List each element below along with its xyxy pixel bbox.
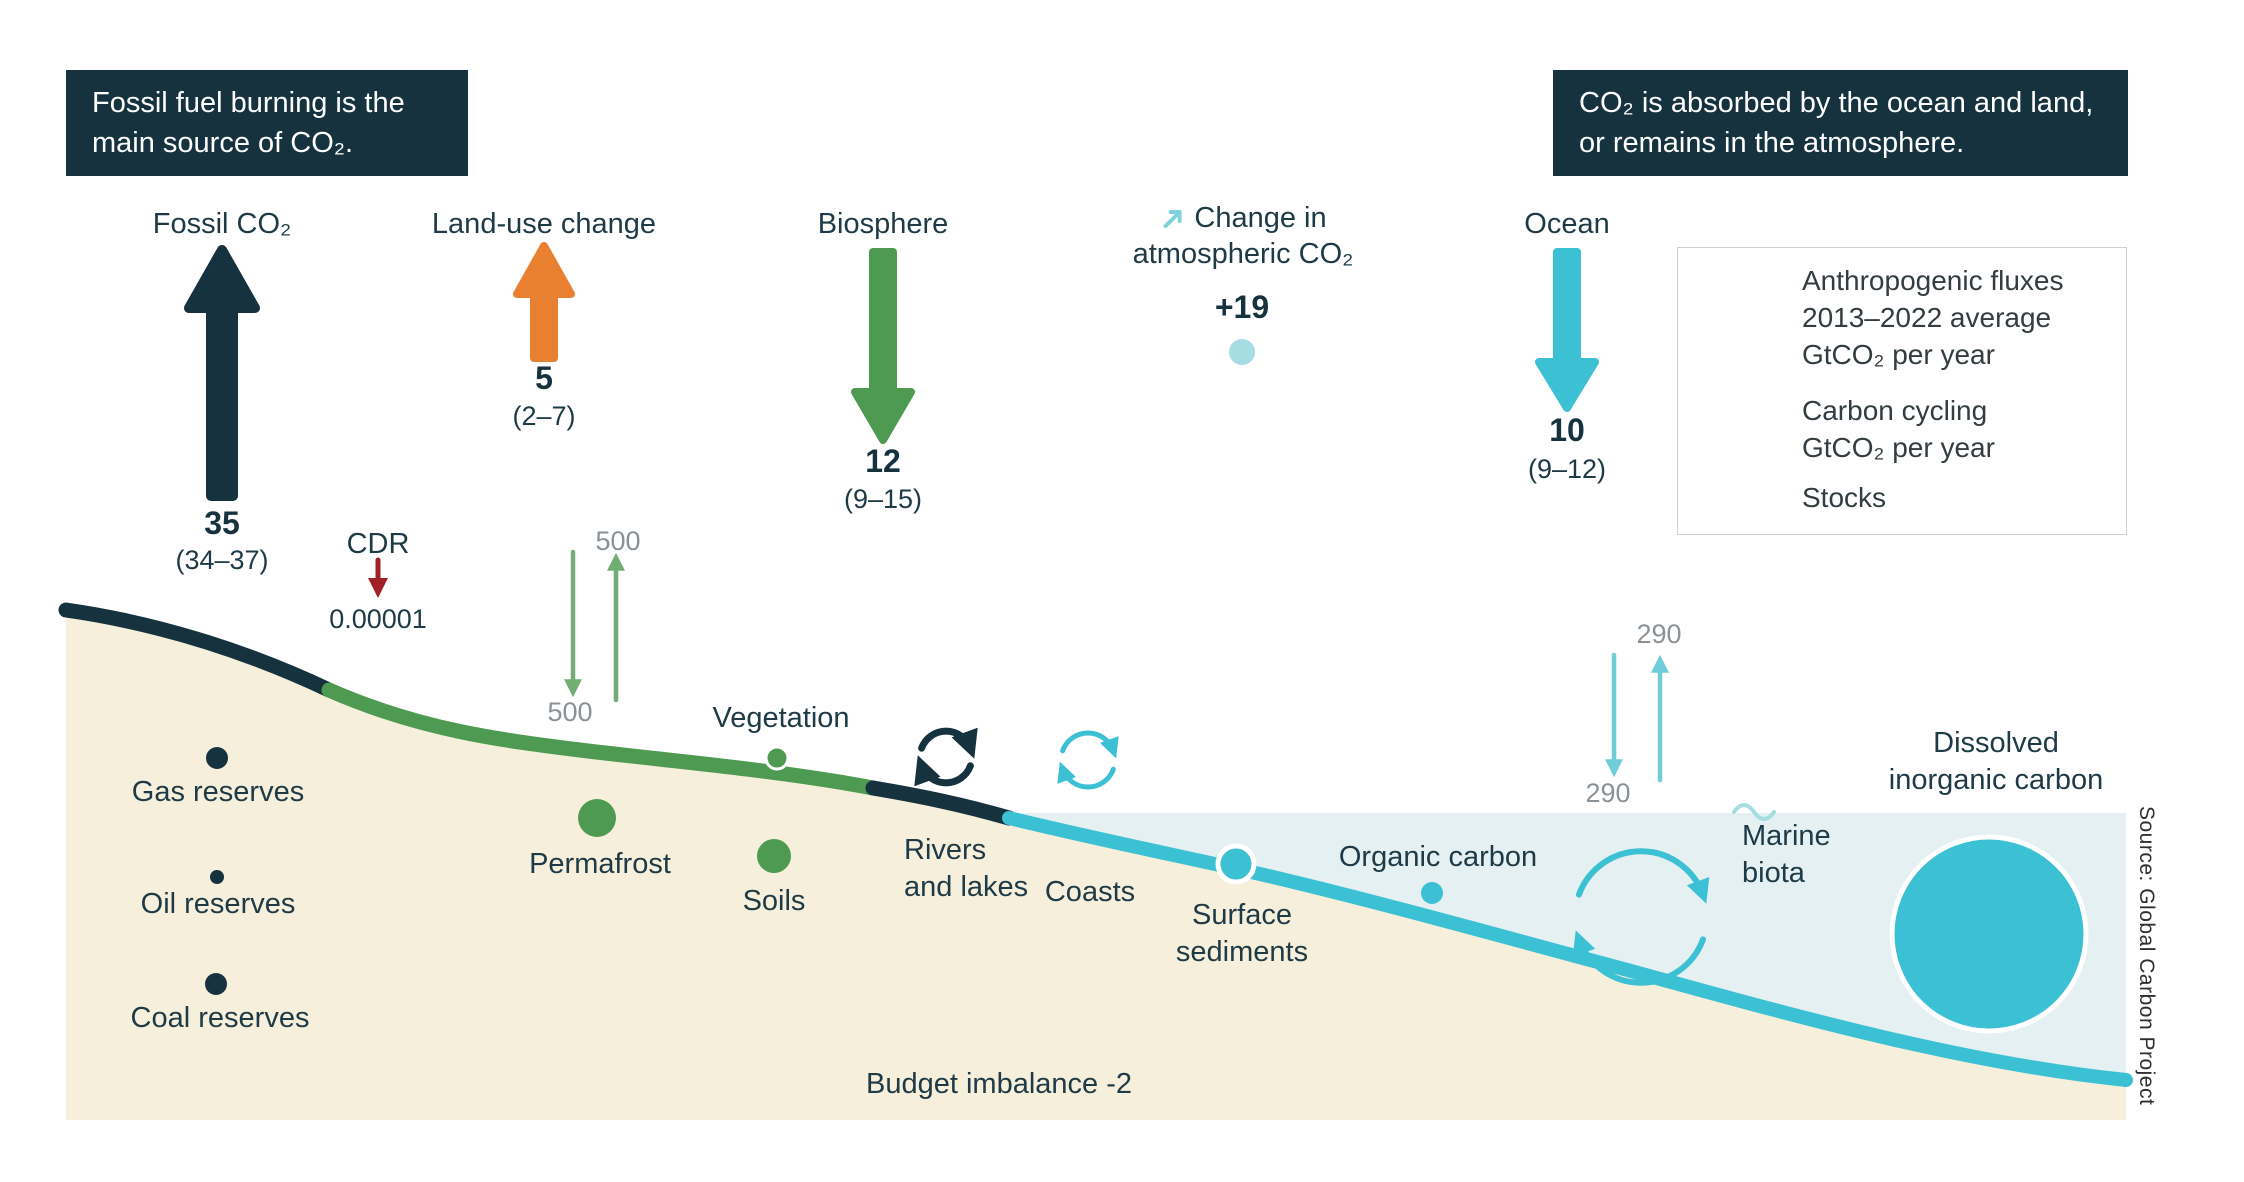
land-cycling-bottom-value: 500 [547,697,593,727]
flux-land-use-value: 5 [535,360,553,396]
source-credit: Source: Global Carbon Project [2135,806,2158,1106]
flux-ocean-value: 10 [1549,412,1585,448]
flux-atmosphere-value: +19 [1214,289,1270,325]
ocean-arrow [1535,248,1599,412]
land-cycling-top-value: 500 [595,526,641,556]
budget-imbalance-label: Budget imbalance -2 [866,1068,1132,1100]
rivers-and-lakes-label: Rivers and lakes [904,834,1029,903]
land-use-change-arrow [513,242,575,362]
vegetation-dot [764,745,790,771]
vegetation-label: Vegetation [712,702,850,734]
flux-fossil-label: Fossil CO₂ [152,208,292,240]
flux-ocean-label: Ocean [1524,208,1610,240]
soils-label: Soils [742,885,806,917]
ocean-cycling-bottom-value: 290 [1585,778,1631,808]
ocean-cycling-top-value: 290 [1636,619,1682,649]
permafrost-dot [578,799,616,837]
land-cycling-arrows [564,549,625,703]
flux-fossil-value: 35 [204,505,240,541]
stock-dots [205,339,2089,1034]
surface-sediments-label: Surface sediments [1175,899,1309,968]
gas-reserves-dot [206,747,228,769]
flux-atmosphere-label-line2: atmospheric CO₂ [1132,238,1354,270]
oil-reserves-dot [210,870,224,884]
flux-biosphere-value: 12 [865,443,901,479]
flux-fossil-range: (34–37) [175,545,269,575]
cdr-value: 0.00001 [329,604,427,634]
flux-land-use-label: Land-use change [431,208,657,240]
up-right-arrow-icon [1163,210,1182,228]
flux-biosphere-label: Biosphere [817,208,949,240]
coasts-cycle-icon [1057,730,1119,790]
atmospheric-co2-dot [1229,339,1255,365]
land-mass [66,610,2126,1120]
banner-fossil: Fossil fuel burning is the main source o… [66,70,468,176]
coal-reserves-dot [205,973,227,995]
organic-carbon-label: Organic carbon [1338,841,1538,873]
marine-biota-label: Marine biota [1742,820,1831,889]
legend-cycling-label: Carbon cycling GtCO₂ per year [1802,395,1995,463]
marine-biota-squiggle [1732,803,1776,821]
dissolved-inorganic-carbon-circle [1889,834,2089,1034]
rivers-cycle-icon [914,727,978,787]
marine-biota-cycle-icon [1572,848,1710,986]
gas-reserves-label: Gas reserves [131,776,305,808]
surface-sediments-dot [1215,843,1257,885]
biosphere-arrow [851,248,915,444]
banner-absorption: CO₂ is absorbed by the ocean and land, o… [1553,70,2128,176]
flux-land-use-range: (2–7) [512,401,576,431]
permafrost-label: Permafrost [529,848,671,880]
organic-carbon-dot [1421,882,1443,904]
legend-anthropogenic-label: Anthropogenic fluxes 2013–2022 average G… [1802,265,2064,370]
coasts-label: Coasts [1044,876,1136,908]
flux-biosphere-range: (9–15) [843,484,923,514]
coal-reserves-label: Coal reserves [130,1002,310,1034]
fossil-co2-arrow [184,245,260,501]
dissolved-inorganic-carbon-label: Dissolved inorganic carbon [1888,727,2104,796]
flux-ocean-range: (9–12) [1527,454,1607,484]
legend-stocks-label: Stocks [1802,482,1887,513]
soils-dot [757,839,791,873]
terrain-edges [58,602,2133,1087]
cdr-label: CDR [346,528,410,560]
flux-atmosphere-label-line1: Change in [1194,202,1327,234]
oil-reserves-label: Oil reserves [140,888,296,920]
ocean-cycling-arrows [1605,652,1669,783]
legend-box [1677,247,2127,535]
flux-atmosphere-label: Change in atmospheric CO₂ [1133,200,1354,272]
